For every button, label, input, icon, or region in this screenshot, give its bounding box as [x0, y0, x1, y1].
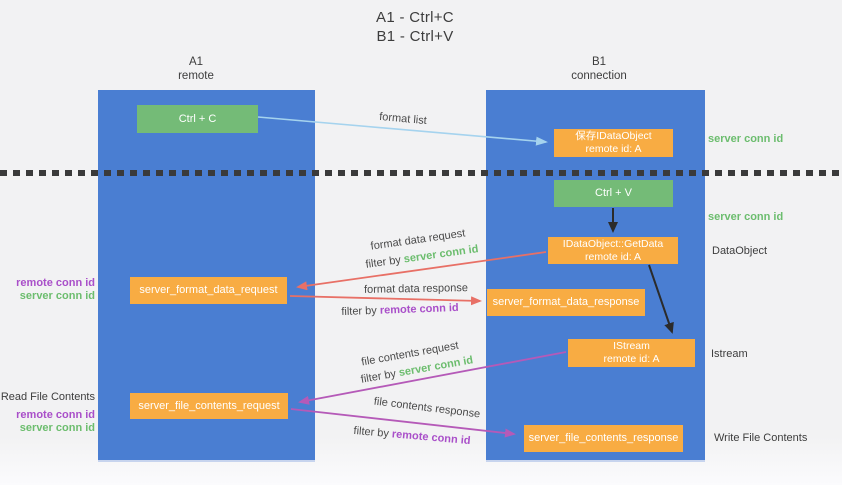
istream-line2: remote id: A: [603, 353, 660, 365]
label-left-server-conn-id-2: server conn id: [19, 422, 95, 434]
label-left-remote-conn-id-2: remote conn id: [16, 409, 95, 421]
save-idataobject-line2: remote id: A: [585, 143, 642, 155]
label-left-remote-conn-id-1: remote conn id: [16, 277, 95, 289]
title-line-b1: B1 - Ctrl+V: [376, 28, 454, 45]
label-format-list: format list: [378, 110, 428, 128]
box-server-format-data-request: server_format_data_request: [130, 277, 287, 304]
column-b-subtitle: connection: [571, 70, 627, 82]
label-filter-by-remote-conn-id-2: filter by remote conn id: [353, 425, 471, 447]
column-b-name: B1: [591, 56, 607, 68]
box-istream: IStream remote id: A: [568, 339, 695, 367]
filter-by-text: filter by: [364, 254, 402, 271]
label-format-data-response: format data response: [363, 282, 469, 296]
getdata-line2: remote id: A: [584, 250, 642, 263]
box-ctrl-v: Ctrl + V: [554, 180, 673, 207]
remote-conn-id-text: remote conn id: [391, 428, 471, 448]
remote-conn-id-text: remote conn id: [379, 301, 459, 317]
title-line-a1: A1 - Ctrl+C: [376, 9, 454, 26]
label-file-contents-response: file contents response: [373, 395, 481, 421]
box-server-file-contents-response: server_file_contents_response: [524, 425, 683, 452]
getdata-line1: IDataObject::GetData: [562, 237, 664, 250]
ctrl-v-label: Ctrl + V: [595, 187, 632, 199]
column-a-subtitle: remote: [178, 70, 214, 82]
server-format-data-request-label: server_format_data_request: [139, 284, 278, 296]
column-a-header: A1 remote: [136, 55, 256, 83]
arrow-format-data-response: [289, 295, 482, 306]
page-title: A1 - Ctrl+C B1 - Ctrl+V: [315, 8, 515, 46]
filter-by-text: filter by: [359, 367, 397, 386]
label-istream: Istream: [711, 348, 748, 360]
box-server-format-data-response: server_format_data_response: [487, 289, 645, 316]
filter-by-text: filter by: [341, 304, 378, 319]
box-idataobject-getdata: IDataObject::GetData remote id: A: [548, 237, 678, 264]
box-save-idataobject: 保存IDataObject remote id: A: [554, 129, 673, 157]
label-filter-by-remote-conn-id-1: filter by remote conn id: [341, 302, 459, 318]
server-format-data-response-label: server_format_data_response: [492, 296, 640, 308]
label-right-server-conn-id-2: server conn id: [708, 211, 784, 223]
istream-line1: IStream: [613, 340, 650, 352]
box-ctrl-c: Ctrl + C: [137, 105, 258, 133]
label-right-server-conn-id-1: server conn id: [708, 133, 784, 145]
filter-by-text: filter by: [353, 424, 390, 440]
ctrl-c-label: Ctrl + C: [178, 112, 217, 125]
box-server-file-contents-request: server_file_contents_request: [130, 393, 288, 419]
label-left-server-conn-id-1: server conn id: [19, 290, 95, 302]
dotted-divider-line: [0, 170, 842, 176]
column-a-name: A1: [188, 56, 204, 68]
save-idataobject-line1: 保存IDataObject: [575, 130, 652, 142]
label-write-file-contents: Write File Contents: [714, 432, 808, 444]
column-b-header: B1 connection: [539, 55, 659, 83]
label-read-file-contents: Read File Contents: [0, 391, 95, 403]
label-dataobject: DataObject: [712, 245, 768, 257]
server-file-contents-request-label: server_file_contents_request: [138, 399, 280, 412]
server-file-contents-response-label: server_file_contents_response: [528, 432, 679, 444]
